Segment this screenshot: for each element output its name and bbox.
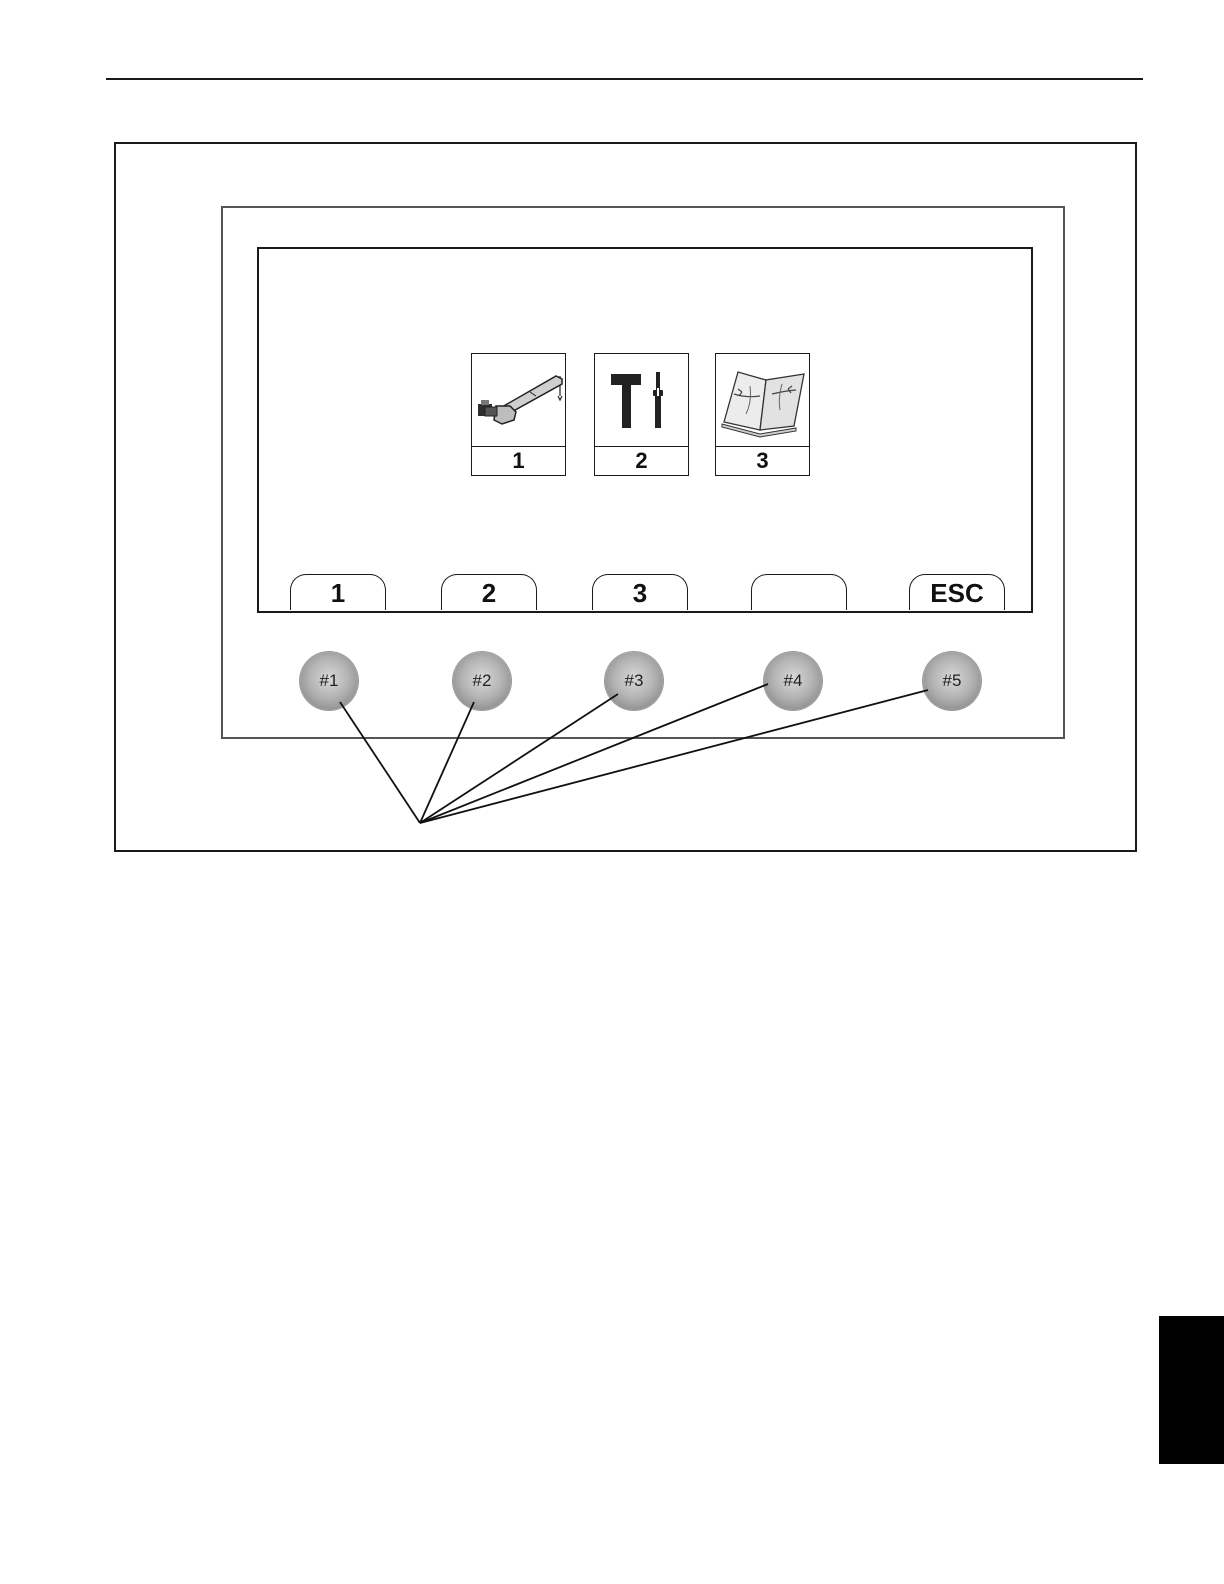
menu-item-label: 2 xyxy=(595,446,688,475)
softkey-3[interactable]: 3 xyxy=(592,574,688,610)
softkey-4[interactable] xyxy=(751,574,847,610)
hardware-button-4[interactable]: #4 xyxy=(764,652,822,710)
hardware-button-2[interactable]: #2 xyxy=(453,652,511,710)
crane-boom-icon xyxy=(472,354,564,447)
hardware-button-3[interactable]: #3 xyxy=(605,652,663,710)
hardware-button-5[interactable]: #5 xyxy=(923,652,981,710)
softkey-esc[interactable]: ESC xyxy=(909,574,1005,610)
menu-item-3[interactable]: 3 xyxy=(715,353,810,476)
menu-item-2[interactable]: 2 xyxy=(594,353,689,476)
section-tab xyxy=(1159,1316,1224,1464)
menu-item-label: 1 xyxy=(472,446,565,475)
hardware-button-1[interactable]: #1 xyxy=(300,652,358,710)
menu-item-1[interactable]: 1 xyxy=(471,353,566,476)
tools-icon xyxy=(595,354,687,447)
menu-item-label: 3 xyxy=(716,446,809,475)
manual-book-icon xyxy=(716,354,808,447)
header-rule xyxy=(106,78,1143,80)
softkey-1[interactable]: 1 xyxy=(290,574,386,610)
softkey-2[interactable]: 2 xyxy=(441,574,537,610)
